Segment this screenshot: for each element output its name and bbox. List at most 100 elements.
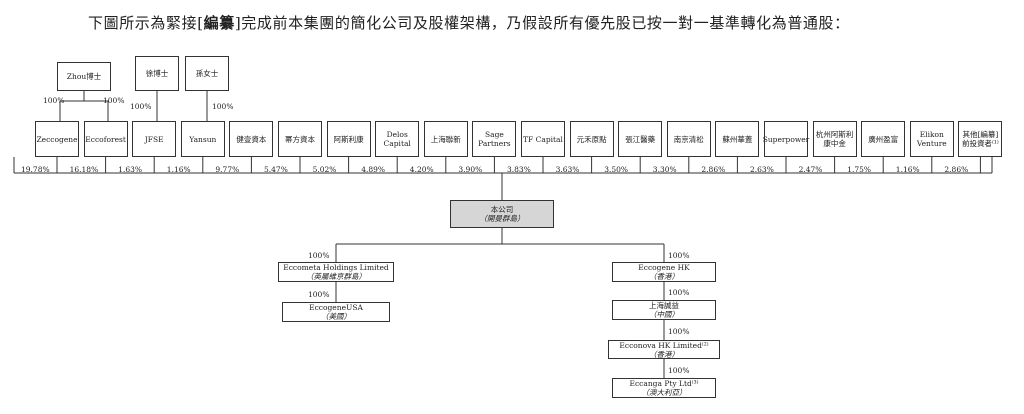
shareholder-pct: 1.16%	[166, 165, 191, 174]
shareholder-label: 上海聯新	[430, 134, 461, 144]
shanghai-box: 上海誠益 （中國）	[612, 300, 716, 320]
shareholder-box: 蘇州華蓋	[715, 121, 760, 157]
ecconova-place: （香港）	[649, 349, 679, 359]
eccogene-usa-place: （美國）	[321, 312, 351, 321]
shareholder-label: 其他[編纂]前投資者⁽¹⁾	[962, 130, 999, 148]
pct-ecconova: 100%	[668, 327, 690, 336]
pct-eccometa: 100%	[308, 251, 330, 260]
pct-xu: 100%	[130, 102, 152, 111]
shanghai-place: （中國）	[649, 310, 679, 319]
shareholder-label: 南京清松	[673, 134, 704, 144]
company-name: 本公司	[490, 205, 514, 214]
shareholder-label: Eccoforest	[85, 134, 126, 144]
shareholder-label: 阿斯利康	[333, 134, 364, 144]
pct-zhou-left: 100%	[43, 96, 65, 105]
person-xu-label: 徐博士	[145, 69, 169, 78]
shareholder-box: Sage Partners	[472, 121, 517, 157]
shareholder-label: 張江醫藥	[625, 134, 656, 144]
shareholder-label: Elikon Venture	[916, 130, 947, 148]
eccogene-usa-name: EccogeneUSA	[309, 303, 363, 312]
shareholder-pct: 2.86%	[701, 165, 726, 174]
shareholder-pct: 3.50%	[604, 165, 629, 174]
shareholder-box: JFSE	[132, 121, 177, 157]
shareholder-pct: 1.63%	[118, 165, 143, 174]
ecconova-box: Ecconova HK Limited⁽²⁾ （香港）	[608, 340, 720, 359]
shareholder-pct: 2.63%	[750, 165, 774, 174]
person-zhou: Zhou博士	[57, 62, 111, 91]
pct-eccogene-usa: 100%	[308, 290, 330, 299]
person-sun-label: 孫女士	[195, 69, 219, 78]
shareholder-pct: 4.20%	[409, 165, 434, 174]
shareholder-label: Delos Capital	[383, 130, 411, 148]
shareholder-box: 張江醫藥	[618, 121, 663, 157]
shareholder-label: 幂方資本	[285, 134, 315, 144]
shareholder-box: Delos Capital	[375, 121, 420, 157]
shareholder-box: 幂方資本	[278, 121, 322, 157]
pct-shanghai: 100%	[668, 288, 690, 297]
shareholder-box: Elikon Venture	[909, 121, 954, 157]
shareholder-label: Yansun	[189, 134, 217, 144]
shareholder-pct: 5.02%	[312, 165, 337, 174]
shareholder-pct: 1.16%	[895, 165, 920, 174]
shareholder-box: Superpower	[762, 121, 810, 157]
eccogene-hk-box: Eccogene HK （香港）	[612, 262, 716, 282]
shareholder-pct: 5.47%	[264, 165, 288, 174]
shareholder-box: 上海聯新	[423, 121, 468, 157]
shareholder-label: TF Capital	[523, 134, 563, 144]
shareholder-box: 廣州盈富	[861, 121, 906, 157]
pct-zhou-right: 100%	[103, 96, 125, 105]
person-zhou-label: Zhou博士	[66, 72, 102, 81]
shareholder-pct: 4.89%	[361, 165, 386, 174]
shareholder-pct: 1.75%	[847, 165, 872, 174]
eccometa-place: （英屬維京群島）	[306, 272, 366, 281]
shareholder-pct: 3.90%	[458, 165, 483, 174]
shareholder-label: JFSE	[144, 134, 164, 144]
person-sun: 孫女士	[185, 56, 229, 91]
shareholder-box: 其他[編纂]前投資者⁽¹⁾	[958, 121, 1003, 157]
shareholder-pct: 3.83%	[507, 165, 531, 174]
intro-post: ]完成前本集團的簡化公司及股權架構，乃假設所有優先股已按一對一基準轉化為普通股：	[234, 14, 850, 32]
shareholder-label: 元禾原點	[576, 134, 607, 144]
shareholder-box: 阿斯利康	[326, 121, 371, 157]
shareholder-box: 杭州阿斯利康中金	[812, 121, 857, 157]
eccanga-place: （澳大利亞）	[641, 388, 687, 397]
shareholder-box: 南京清松	[666, 121, 711, 157]
shareholder-label: 廣州盈富	[868, 134, 899, 144]
shareholder-label: 健壹資本	[236, 134, 267, 144]
eccanga-name: Eccanga Pty Ltd⁽³⁾	[629, 379, 699, 388]
intro-pre: 下圖所示為緊接[	[88, 14, 204, 32]
shareholder-pct: 16.18%	[69, 165, 99, 174]
shanghai-name: 上海誠益	[649, 301, 679, 310]
intro-text: 下圖所示為緊接[編纂]完成前本集團的簡化公司及股權架構，乃假設所有優先股已按一對…	[88, 12, 988, 33]
ecconova-name: Ecconova HK Limited⁽²⁾	[619, 340, 709, 350]
shareholder-pct: 9.77%	[215, 165, 240, 174]
eccogene-hk-name: Eccogene HK	[638, 263, 690, 272]
shareholder-box: 元禾原點	[569, 121, 614, 157]
person-xu: 徐博士	[135, 56, 179, 91]
shareholder-label: Zeccogene	[36, 134, 78, 144]
pct-eccogene-hk: 100%	[668, 251, 690, 260]
shareholder-label: 杭州阿斯利康中金	[815, 130, 854, 148]
shareholder-box: Zeccogene	[35, 121, 79, 157]
shareholder-pct: 3.63%	[555, 165, 580, 174]
shareholder-pct: 3.30%	[652, 165, 677, 174]
eccometa-name: Eccometa Holdings Limited	[283, 263, 389, 272]
shareholder-label: Sage Partners	[478, 130, 511, 148]
shareholder-pct: 2.86%	[944, 165, 969, 174]
eccogene-hk-place: （香港）	[649, 272, 679, 281]
company-place: （開曼群島）	[479, 214, 525, 223]
shareholder-box: 健壹資本	[229, 121, 274, 157]
shareholder-pct: 19.78%	[21, 165, 50, 174]
eccometa-box: Eccometa Holdings Limited （英屬維京群島）	[278, 262, 394, 282]
eccanga-box: Eccanga Pty Ltd⁽³⁾ （澳大利亞）	[612, 378, 716, 398]
shareholder-pct: 2.47%	[798, 165, 823, 174]
shareholder-box: Yansun	[180, 121, 225, 157]
pct-sun: 100%	[212, 102, 234, 111]
pct-eccanga: 100%	[668, 366, 690, 375]
shareholder-label: 蘇州華蓋	[722, 134, 753, 144]
company-box: 本公司 （開曼群島）	[450, 200, 554, 228]
shareholder-box: Eccoforest	[83, 121, 128, 157]
redacted-mark: 編纂	[203, 14, 235, 32]
shareholder-label: Superpower	[762, 134, 810, 144]
